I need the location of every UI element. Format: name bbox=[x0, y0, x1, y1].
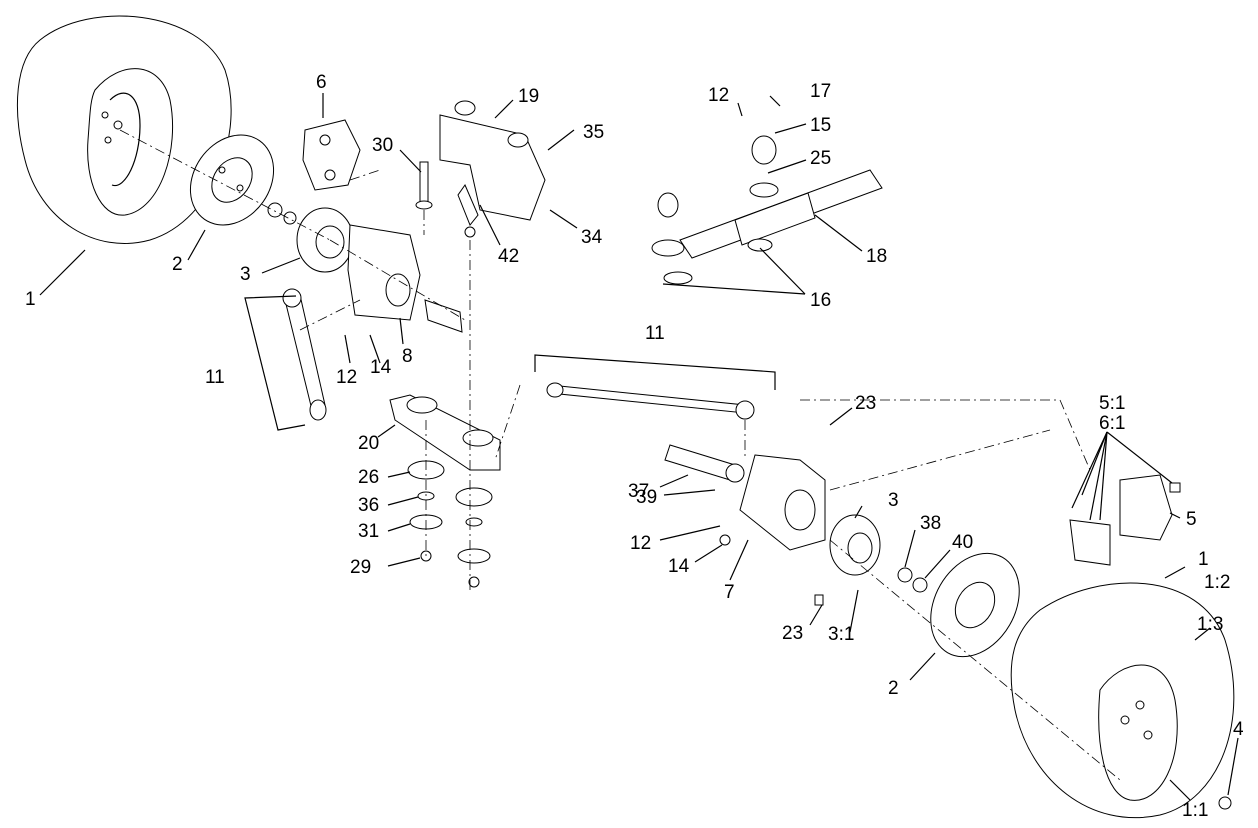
callout-18: 18 bbox=[866, 246, 887, 267]
callout-19: 19 bbox=[518, 86, 539, 107]
callout-20: 20 bbox=[358, 433, 379, 454]
callout-brackets bbox=[244, 247, 1173, 521]
callout-23-low: 23 bbox=[782, 623, 803, 644]
callout-35: 35 bbox=[583, 122, 604, 143]
callout-40: 40 bbox=[952, 532, 973, 553]
callout-29: 29 bbox=[350, 557, 371, 578]
callout-3-1: 3:1 bbox=[828, 624, 854, 645]
callout-16: 16 bbox=[810, 290, 831, 311]
left-tire bbox=[17, 15, 232, 244]
callout-5-1: 5:1 bbox=[1099, 393, 1125, 414]
alignment-center-lines bbox=[119, 129, 1121, 781]
steering-cylinder bbox=[651, 135, 883, 285]
callout-1-3: 1:3 bbox=[1197, 614, 1223, 635]
bearing-stack-left bbox=[407, 460, 493, 588]
callout-2-right: 2 bbox=[888, 678, 899, 699]
callout-labels: 1 2 3 6 30 19 35 42 34 12 17 15 25 18 16… bbox=[25, 72, 1244, 821]
callout-11-center: 11 bbox=[645, 323, 665, 344]
callout-3-right: 3 bbox=[888, 490, 899, 511]
left-brake-rotor bbox=[189, 134, 275, 226]
callout-1-1: 1:1 bbox=[1182, 800, 1208, 821]
callout-34: 34 bbox=[581, 227, 603, 248]
callout-23-top: 23 bbox=[855, 393, 876, 414]
callout-26: 26 bbox=[358, 467, 379, 488]
callout-14-mid: 14 bbox=[370, 357, 392, 378]
callout-38: 38 bbox=[920, 513, 941, 534]
callout-1-right: 1 bbox=[1198, 549, 1209, 570]
callout-2-left: 2 bbox=[172, 254, 183, 275]
left-tie-rod bbox=[282, 288, 327, 421]
callout-30: 30 bbox=[372, 135, 393, 156]
right-caliper bbox=[1069, 474, 1181, 566]
callout-7: 7 bbox=[724, 582, 735, 603]
callout-8: 8 bbox=[402, 346, 413, 367]
callout-15: 15 bbox=[810, 115, 831, 136]
callout-31: 31 bbox=[358, 521, 379, 542]
callout-12-low: 12 bbox=[630, 533, 651, 554]
right-knuckle bbox=[664, 444, 826, 551]
callout-17: 17 bbox=[810, 81, 831, 102]
callout-6-1: 6:1 bbox=[1099, 413, 1125, 434]
callout-11-left: 11 bbox=[205, 367, 225, 388]
callout-4: 4 bbox=[1233, 719, 1244, 740]
callout-12-mid: 12 bbox=[336, 367, 357, 388]
center-tie-rod bbox=[546, 382, 755, 420]
leader-lines bbox=[39, 93, 1239, 801]
callout-6: 6 bbox=[316, 72, 327, 93]
callout-42: 42 bbox=[498, 246, 519, 267]
callout-12-top: 12 bbox=[708, 85, 729, 106]
callout-1-2: 1:2 bbox=[1204, 572, 1230, 593]
callout-25: 25 bbox=[810, 148, 831, 169]
left-hub-knuckle bbox=[267, 202, 463, 333]
center-arm-20 bbox=[389, 394, 501, 471]
left-caliper bbox=[302, 119, 361, 191]
callout-39-visible: 39 bbox=[636, 487, 657, 508]
callout-5: 5 bbox=[1186, 509, 1197, 530]
right-brake-rotor bbox=[930, 552, 1020, 658]
right-tire bbox=[1010, 582, 1235, 819]
callout-3-left: 3 bbox=[240, 264, 251, 285]
bolt-30 bbox=[415, 161, 433, 210]
callout-37: 37 bbox=[628, 481, 649, 502]
callout-36: 36 bbox=[358, 495, 379, 516]
right-hub bbox=[814, 514, 928, 606]
callout-14-low: 14 bbox=[668, 556, 690, 577]
callout-1-left: 1 bbox=[25, 289, 36, 310]
steering-arm-19 bbox=[439, 100, 546, 238]
